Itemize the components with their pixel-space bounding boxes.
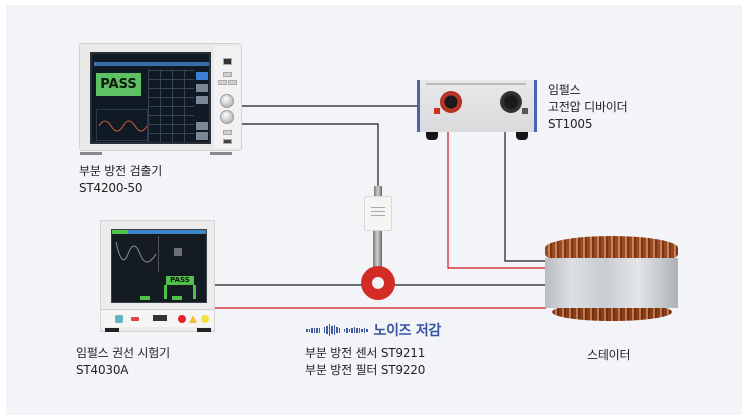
waveform <box>96 109 148 141</box>
sensor-connector <box>373 231 382 267</box>
detector-label: 부분 방전 검출기 ST4200-50 <box>79 164 163 195</box>
divider-label: 임펄스 고전압 디바이더 ST1005 <box>548 83 628 131</box>
red-terminal-icon <box>440 91 462 113</box>
filter-connector-top <box>374 186 382 197</box>
tester-screen: PASS <box>111 229 207 303</box>
stator-label: 스테이터 <box>587 348 631 362</box>
high-voltage-divider-device <box>417 80 537 140</box>
noise-reduction-caption: 노이즈 저감 <box>306 320 441 340</box>
detector-screen: PASS <box>90 52 211 144</box>
sound-wave-icon <box>306 323 368 337</box>
partial-discharge-detector-device: PASS <box>79 43 242 155</box>
wire-detector-to-filter <box>236 123 379 186</box>
tester-label: 임펄스 권선 시험기 ST4030A <box>76 346 170 377</box>
stator-core <box>545 258 678 308</box>
partial-discharge-sensor-ring <box>361 266 395 300</box>
pass-indicator: PASS <box>96 73 141 96</box>
knob-icon <box>220 94 234 108</box>
wire-divider-black-to-stator <box>504 112 546 262</box>
sensor-filter-label: 부분 방전 센서 ST9211 부분 방전 필터 ST9220 <box>305 346 426 377</box>
knob-icon <box>220 110 234 124</box>
noise-reduction-title: 노이즈 저감 <box>373 323 442 339</box>
impulse-winding-tester-device: PASS <box>100 220 215 332</box>
wire-divider-red-to-stator <box>447 112 546 269</box>
partial-discharge-filter-device <box>364 196 392 231</box>
black-terminal-icon <box>500 91 522 113</box>
pass-indicator: PASS <box>166 276 194 285</box>
